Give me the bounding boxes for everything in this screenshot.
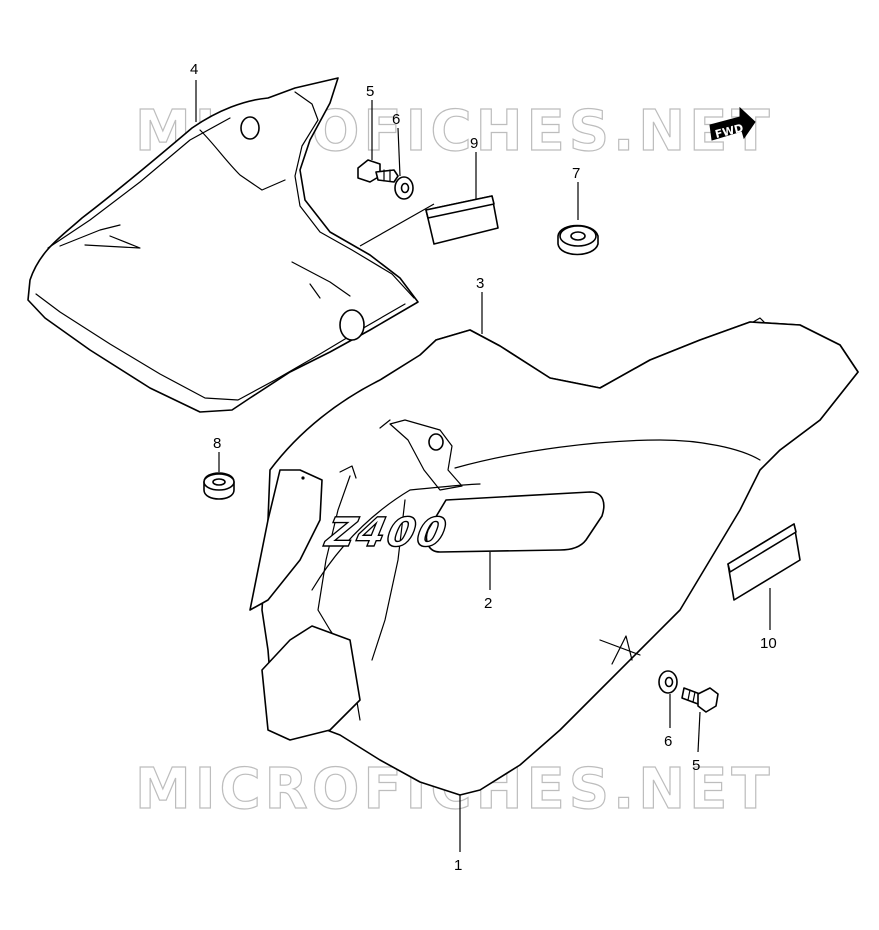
callout-7: 7 (572, 165, 580, 182)
part-10-pad-lower (727, 523, 801, 601)
callout-10: 10 (760, 635, 777, 652)
callout-1: 1 (454, 857, 462, 874)
callout-3: 3 (476, 275, 484, 292)
callout-5-upper: 5 (366, 83, 374, 100)
leader-lines (195, 80, 771, 852)
callout-8: 8 (213, 435, 221, 452)
callout-6-upper: 6 (392, 111, 400, 128)
callout-4: 4 (190, 61, 198, 78)
part-6-washer-lower (658, 670, 678, 694)
part-7-grommet (557, 224, 599, 256)
part-4-side-cover-upper (27, 77, 419, 413)
callout-labels: 4 5 6 9 7 3 8 2 10 6 5 1 (190, 61, 777, 874)
part-5-bolt-lower (681, 687, 719, 713)
callout-2: 2 (484, 595, 492, 612)
callout-5-lower: 5 (692, 757, 700, 774)
part-9-pad-upper (425, 195, 499, 245)
part-6-washer-upper (394, 176, 414, 200)
part-2-emblem: Z400 (319, 491, 605, 557)
callout-9: 9 (470, 135, 478, 152)
part-5-bolt-upper (357, 159, 399, 183)
part-1-frame-cover-main (249, 321, 859, 796)
part-8-grommet-small (203, 472, 235, 500)
callout-6-lower: 6 (664, 733, 672, 750)
emblem-text: Z400 (320, 508, 453, 555)
